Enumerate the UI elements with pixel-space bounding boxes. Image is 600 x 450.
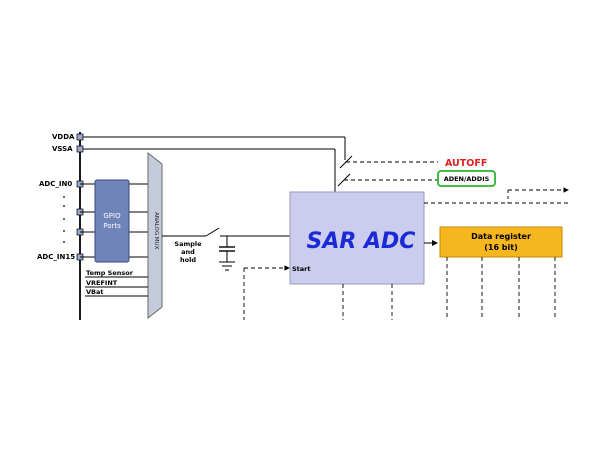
gpio-ports-block [94, 179, 130, 263]
vssa-label: VSSA [52, 145, 73, 153]
vdda-label: VDDA [52, 133, 75, 141]
vrefint-label: VREFINT [86, 279, 118, 287]
vssa-pin [76, 145, 84, 153]
and-label: and [181, 248, 195, 256]
adc-in0-label: ADC_IN0 [39, 180, 72, 188]
analog-mux-label: ANALOG MUX [153, 212, 159, 250]
temp-sensor-label: Temp Sensor [86, 269, 134, 277]
data-register-block [439, 226, 563, 258]
gpio-label-line2: Ports [103, 222, 121, 230]
input-ellipsis-dots [63, 196, 65, 243]
data-register-line2: (16 bit) [484, 243, 518, 252]
data-register-line1: Data register [471, 232, 531, 241]
gpio-label-line1: GPIO [103, 212, 121, 220]
sample-switch [205, 227, 220, 237]
aden-addis-box [437, 170, 496, 187]
vdda-pin [76, 133, 84, 141]
adc-in15-label: ADC_IN15 [37, 253, 75, 261]
sar-adc-block [289, 191, 425, 285]
hold-label: hold [180, 256, 196, 264]
vbat-label: VBat [86, 288, 103, 296]
autooff-label: AUTOFF [445, 158, 487, 169]
start-label: Start [292, 265, 311, 273]
aden-addis-label: ADEN/ADDIS [444, 175, 490, 183]
analog-mux-block [147, 151, 163, 320]
sample-label: Sample [174, 240, 202, 248]
sar-adc-title: SAR ADC [307, 229, 416, 254]
